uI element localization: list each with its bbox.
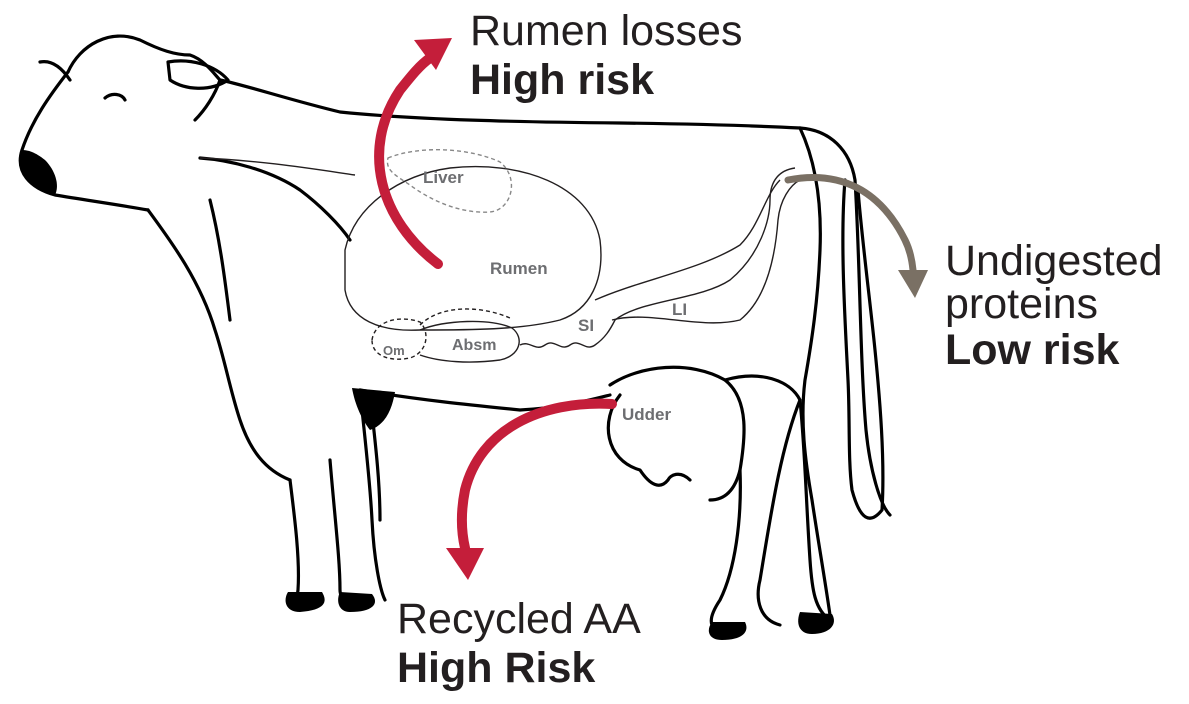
undigested-arrow <box>788 178 913 271</box>
undigested-title-line2: proteins <box>945 283 1163 326</box>
rumen-losses-caption: Rumen losses High risk <box>470 10 742 102</box>
organ-label-si: SI <box>578 316 594 335</box>
organ-label-liver: Liver <box>423 168 464 187</box>
cow-outline <box>20 36 890 632</box>
organ-label-om: Om <box>383 343 405 358</box>
digestive-tract <box>200 150 800 362</box>
organ-labels: Liver Rumen Om Absm SI LI Udder <box>383 168 687 424</box>
recycled-aa-risk: High Risk <box>397 647 641 690</box>
undigested-proteins-caption: Undigested proteins Low risk <box>945 240 1163 372</box>
cow-dark-patches <box>20 150 834 640</box>
undigested-title-line1: Undigested <box>945 240 1163 283</box>
rumen-loss-arrow <box>379 58 438 264</box>
rumen-losses-title: Rumen losses <box>470 10 742 53</box>
organ-label-li: LI <box>672 300 687 319</box>
recycled-aa-arrow <box>462 404 612 548</box>
undigested-arrowhead <box>898 270 928 298</box>
recycled-aa-caption: Recycled AA High Risk <box>397 598 641 690</box>
undigested-risk: Low risk <box>945 329 1163 372</box>
recycled-aa-arrowhead <box>446 548 484 580</box>
organ-label-rumen: Rumen <box>490 259 548 278</box>
organ-label-absm: Absm <box>452 337 496 354</box>
organ-label-udder: Udder <box>622 405 672 424</box>
recycled-aa-title: Recycled AA <box>397 598 641 641</box>
rumen-losses-risk: High risk <box>470 59 742 102</box>
